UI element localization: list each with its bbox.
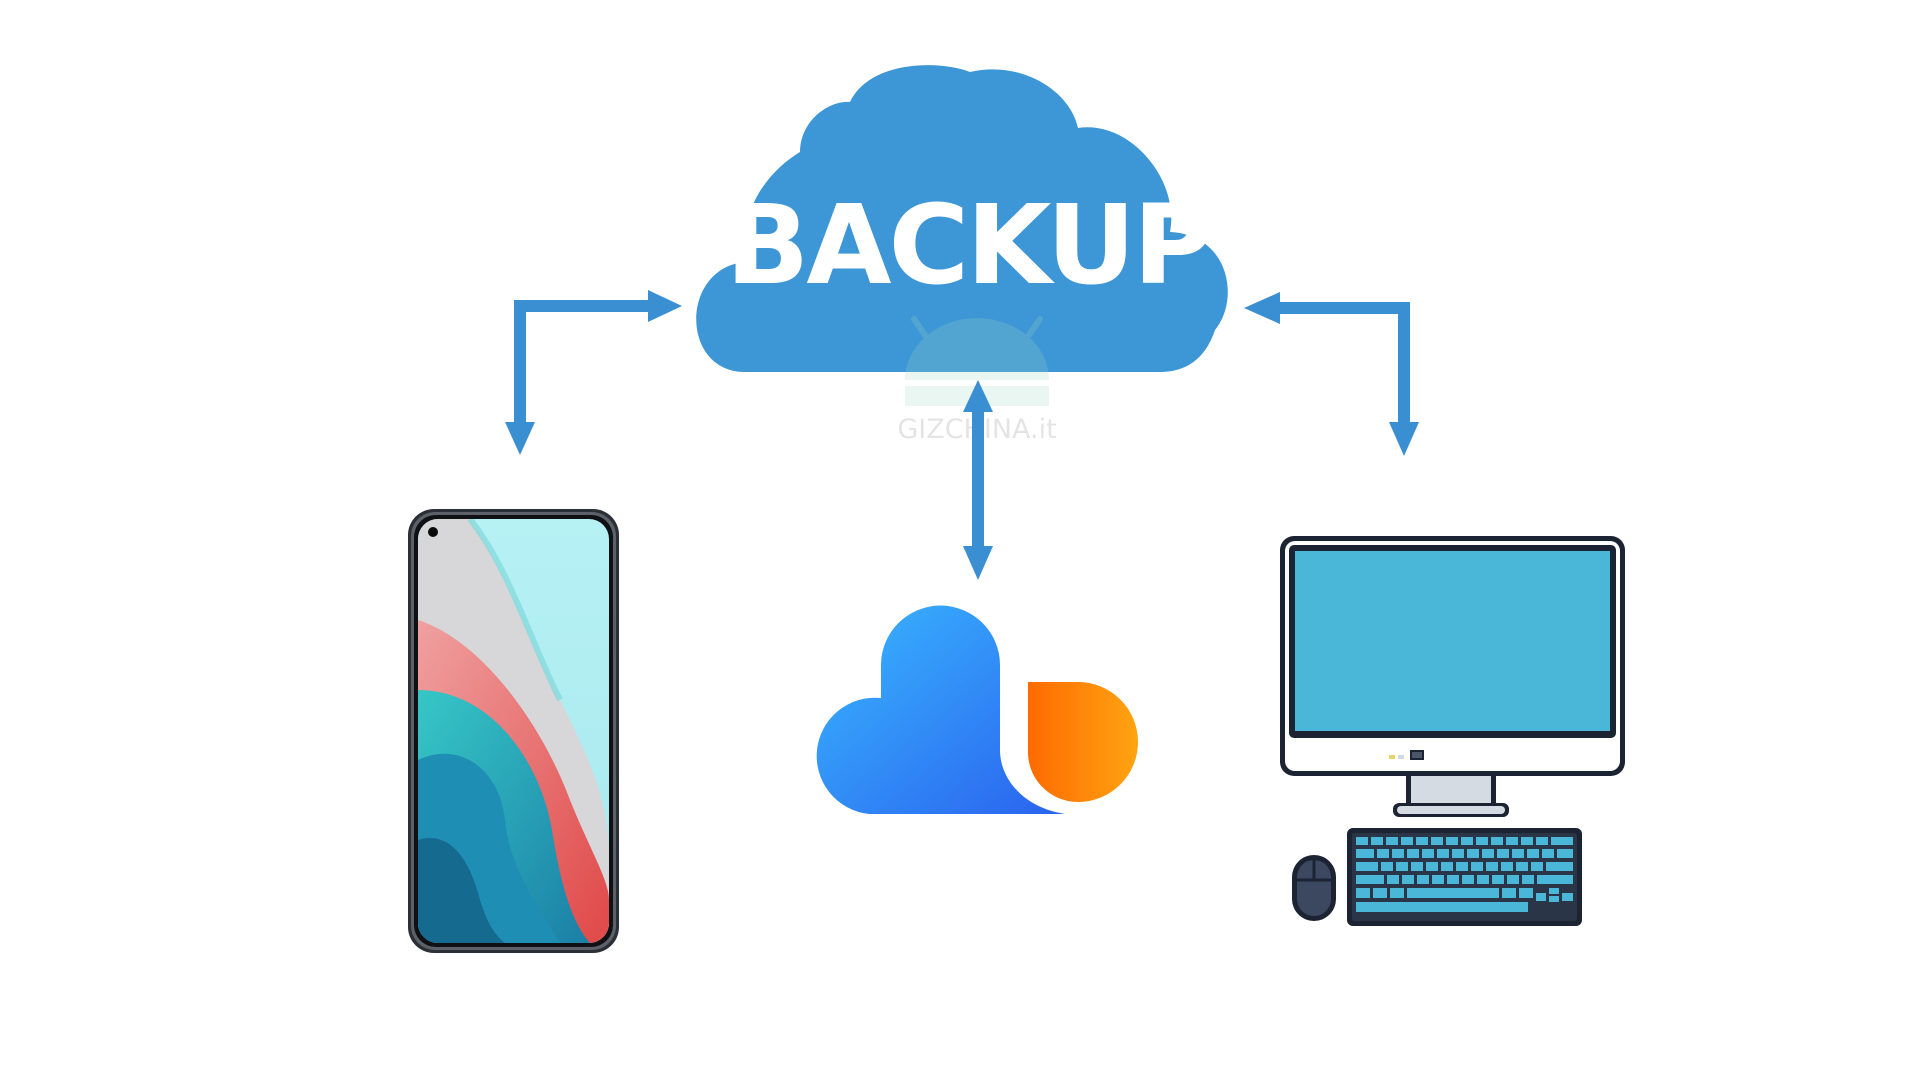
cloud-logo-blue xyxy=(816,605,1065,814)
cloud-service-logo xyxy=(816,605,1138,814)
smartphone-icon xyxy=(408,509,619,953)
arrow-cloud-desktop xyxy=(1244,292,1419,456)
backup-cloud: BACKUP xyxy=(696,65,1228,372)
cloud-logo-orange xyxy=(1027,682,1138,802)
monitor-icon xyxy=(1280,536,1625,776)
keyboard-icon xyxy=(1347,828,1582,926)
front-camera-icon xyxy=(428,527,438,537)
desktop-computer-icon xyxy=(1280,536,1625,926)
arrow-cloud-cloud-service xyxy=(963,380,993,580)
phone-wallpaper xyxy=(418,519,609,943)
backup-cloud-label: BACKUP xyxy=(726,181,1211,309)
backup-cloud-shape xyxy=(696,65,1228,372)
mouse-icon xyxy=(1292,855,1336,921)
arrow-cloud-smartphone xyxy=(505,290,682,455)
monitor-stand xyxy=(1393,776,1509,817)
